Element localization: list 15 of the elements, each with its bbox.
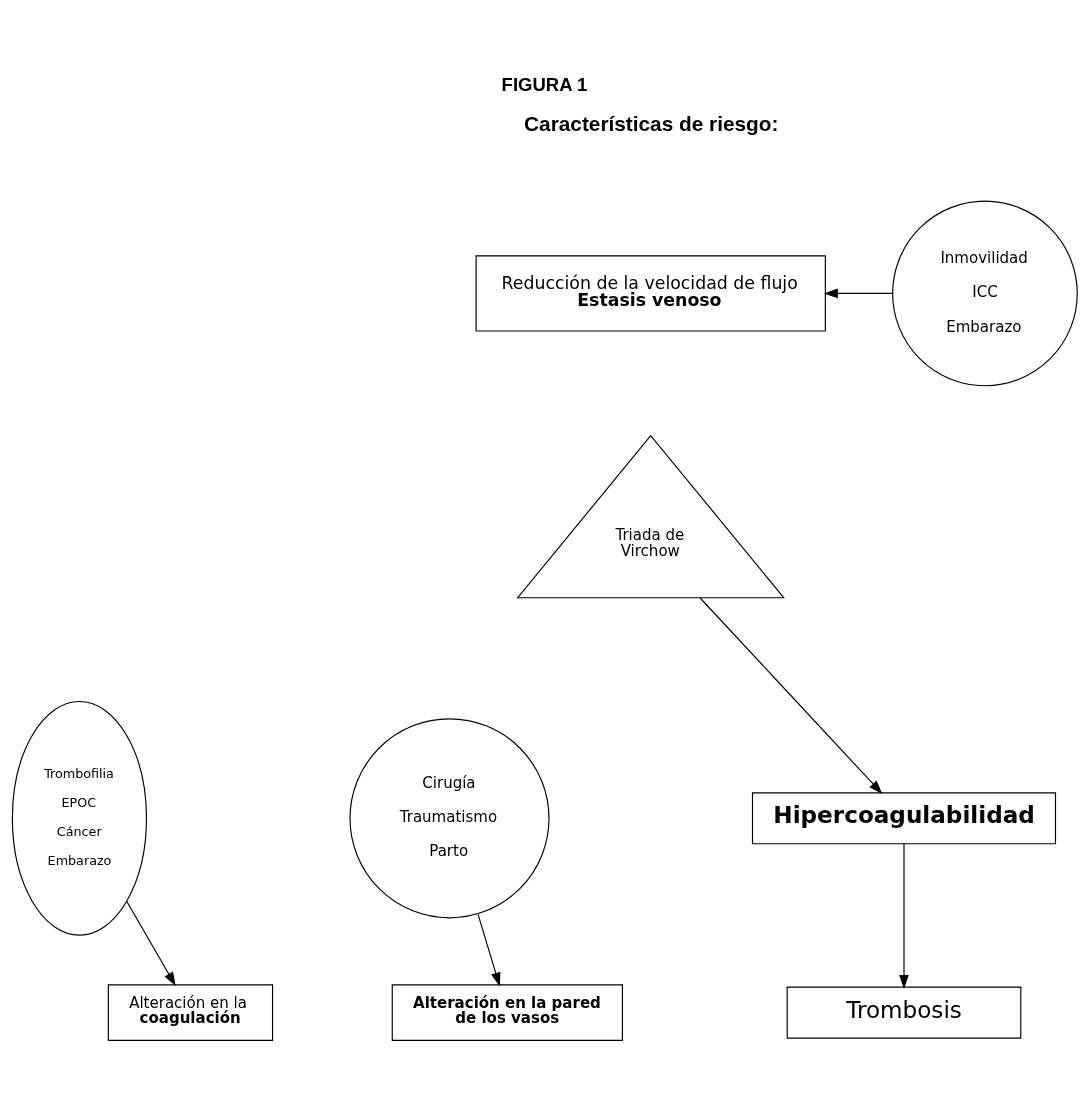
node-box: Alteración en la pared de los vasos bbox=[391, 983, 623, 1041]
arrow bbox=[126, 900, 176, 986]
node-circle: Inmovilidad ICC Embarazo bbox=[892, 200, 1078, 386]
node-circle: Cirugía Traumatismo Parto bbox=[349, 717, 550, 918]
node-box: Trombosis bbox=[786, 986, 1022, 1039]
label: Características de riesgo: bbox=[524, 111, 779, 135]
arrow bbox=[477, 913, 501, 986]
arrow bbox=[823, 288, 893, 298]
arrow bbox=[699, 596, 883, 794]
node-box: Hipercoagulabilidad bbox=[751, 791, 1057, 844]
diagram-title: FIGURA 1 bbox=[501, 73, 588, 95]
node-box: Reducción de la velocidad de flujo Estasis venoso bbox=[475, 254, 826, 332]
node-ellipse: Trombofilia EPOC Cáncer Embarazo bbox=[11, 700, 148, 936]
node-box: Alteración en la coagulación bbox=[107, 983, 274, 1041]
arrow bbox=[899, 842, 909, 989]
